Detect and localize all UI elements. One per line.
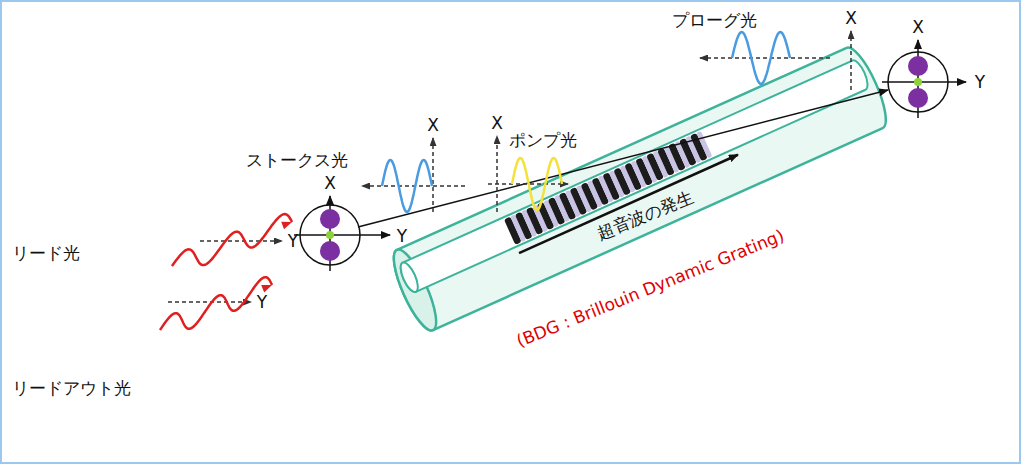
mode-dot (320, 209, 340, 229)
axis-label: Y (288, 231, 298, 251)
polarization-symbol (882, 40, 966, 118)
mode-dot (908, 56, 928, 76)
axis-label: X (427, 115, 439, 135)
polarization-symbol (294, 196, 390, 271)
grating-light (696, 131, 712, 159)
axis-label: Y (975, 72, 985, 92)
wave-arrowhead (261, 285, 272, 292)
center-dot (326, 231, 334, 239)
axis-label: Y (257, 292, 267, 312)
axis-label: X (845, 8, 857, 28)
axis-label: X (324, 173, 336, 193)
light-label: ストークス光 (246, 150, 348, 170)
light-wave (382, 160, 432, 212)
core-end (397, 260, 421, 294)
polarization-axis (432, 138, 434, 212)
light-wave (172, 214, 292, 266)
center-dot (914, 78, 922, 86)
mode-dot (908, 88, 928, 108)
polarization-axis (496, 136, 498, 212)
axis-label: Y (397, 226, 407, 246)
wave-arrowhead (281, 222, 292, 230)
axis-label: X (912, 17, 924, 37)
light-waves (160, 32, 790, 330)
polarization-axis (850, 31, 852, 90)
axis-line (358, 90, 888, 227)
propagation-arrow (200, 240, 282, 242)
light-wave (512, 158, 562, 210)
light-wave (732, 32, 790, 84)
mode-dot (320, 241, 340, 261)
light-label: プローグ光 (672, 10, 757, 30)
light-label: ポンプ光 (509, 130, 577, 150)
axis-label: X (491, 113, 503, 133)
propagation-arrow (362, 185, 465, 187)
light-label: リード光 (12, 243, 80, 263)
propagation-arrow (168, 301, 251, 303)
acoustic-arrow (519, 155, 738, 253)
fiber-core (397, 58, 871, 294)
y-axis (294, 234, 390, 236)
propagation-arrow (700, 57, 830, 59)
light-wave (160, 277, 272, 330)
light-label: リードアウト光 (12, 378, 131, 398)
y-axis (882, 81, 966, 83)
